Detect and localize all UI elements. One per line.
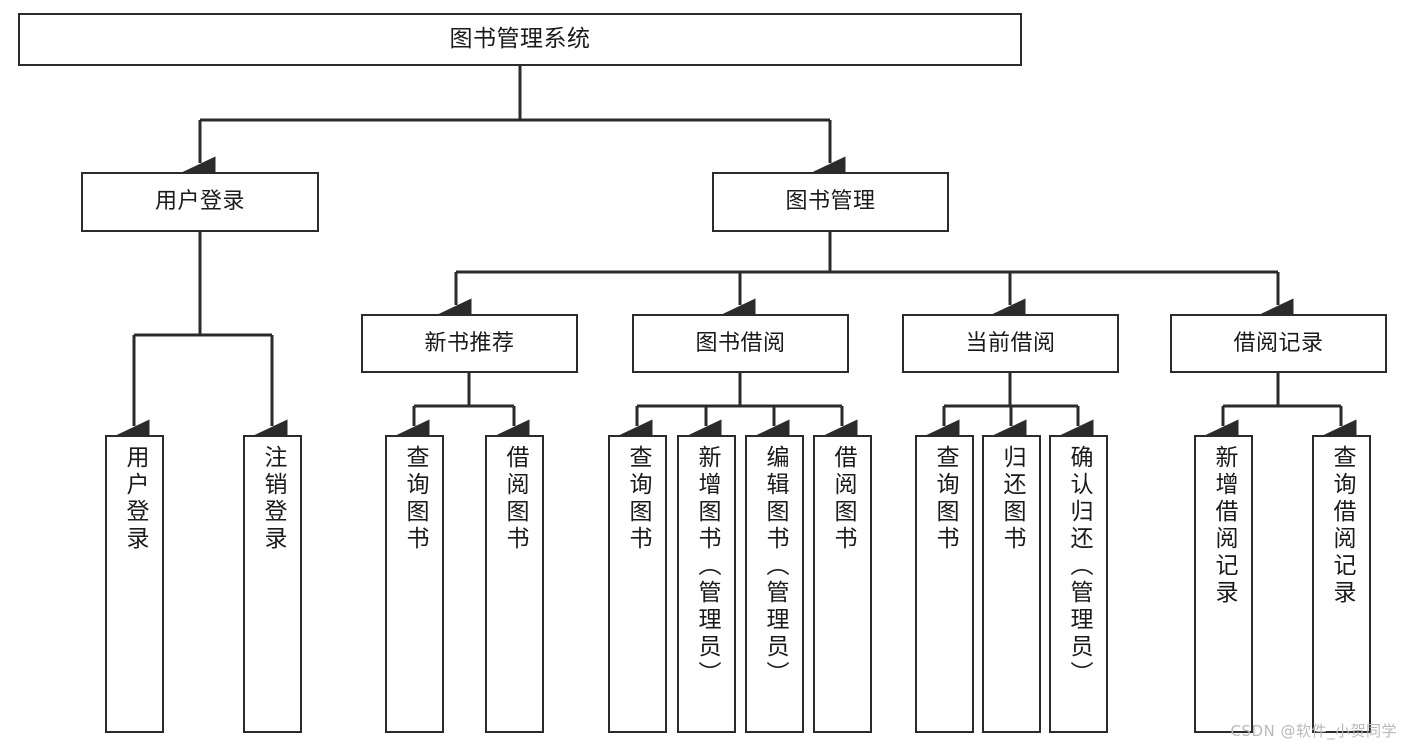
node-borrow-record-label: 借阅记录 xyxy=(1233,330,1324,356)
node-new-book-recommend[interactable]: 新书推荐 xyxy=(361,314,578,373)
node-leaf-confirm-return-label: 确认归还（管理员） xyxy=(1066,445,1092,688)
node-leaf-add-record[interactable]: 新增借阅记录 xyxy=(1194,435,1253,733)
node-leaf-query-record-label: 查询借阅记录 xyxy=(1329,445,1355,607)
node-leaf-borrow-book-2-label: 借阅图书 xyxy=(830,445,856,553)
node-leaf-borrow-book-1-label: 借阅图书 xyxy=(502,445,528,553)
node-leaf-edit-book[interactable]: 编辑图书（管理员） xyxy=(745,435,804,733)
node-leaf-query-book-3-label: 查询图书 xyxy=(932,445,958,553)
node-current-borrow[interactable]: 当前借阅 xyxy=(902,314,1119,373)
node-current-borrow-label: 当前借阅 xyxy=(965,330,1056,356)
node-leaf-query-book-2-label: 查询图书 xyxy=(625,445,651,553)
node-leaf-logout[interactable]: 注销登录 xyxy=(243,435,302,733)
node-root-label: 图书管理系统 xyxy=(449,25,591,52)
node-root-system[interactable]: 图书管理系统 xyxy=(18,13,1022,66)
node-leaf-add-book[interactable]: 新增图书（管理员） xyxy=(677,435,736,733)
node-leaf-add-record-label: 新增借阅记录 xyxy=(1211,445,1237,607)
node-leaf-logout-label: 注销登录 xyxy=(260,445,286,553)
node-book-manage[interactable]: 图书管理 xyxy=(712,172,949,232)
node-leaf-borrow-book-2[interactable]: 借阅图书 xyxy=(813,435,872,733)
node-user-login-label: 用户登录 xyxy=(154,189,245,215)
node-book-manage-label: 图书管理 xyxy=(785,189,876,215)
node-leaf-query-book-3[interactable]: 查询图书 xyxy=(915,435,974,733)
node-leaf-query-book-2[interactable]: 查询图书 xyxy=(608,435,667,733)
node-leaf-query-book-1[interactable]: 查询图书 xyxy=(385,435,444,733)
node-leaf-user-login-label: 用户登录 xyxy=(122,445,148,553)
node-leaf-query-record[interactable]: 查询借阅记录 xyxy=(1312,435,1371,733)
node-borrow-record[interactable]: 借阅记录 xyxy=(1170,314,1387,373)
node-book-borrow-label: 图书借阅 xyxy=(695,330,786,356)
node-new-book-recommend-label: 新书推荐 xyxy=(424,330,515,356)
node-leaf-edit-book-label: 编辑图书（管理员） xyxy=(762,445,788,688)
csdn-watermark: CSDN @软件_小贺同学 xyxy=(1230,722,1397,740)
node-leaf-confirm-return[interactable]: 确认归还（管理员） xyxy=(1049,435,1108,733)
node-leaf-return-book-label: 归还图书 xyxy=(999,445,1025,553)
node-leaf-user-login[interactable]: 用户登录 xyxy=(105,435,164,733)
node-leaf-borrow-book-1[interactable]: 借阅图书 xyxy=(485,435,544,733)
node-leaf-return-book[interactable]: 归还图书 xyxy=(982,435,1041,733)
node-user-login[interactable]: 用户登录 xyxy=(81,172,319,232)
node-book-borrow[interactable]: 图书借阅 xyxy=(632,314,849,373)
node-leaf-add-book-label: 新增图书（管理员） xyxy=(694,445,720,688)
node-leaf-query-book-1-label: 查询图书 xyxy=(402,445,428,553)
